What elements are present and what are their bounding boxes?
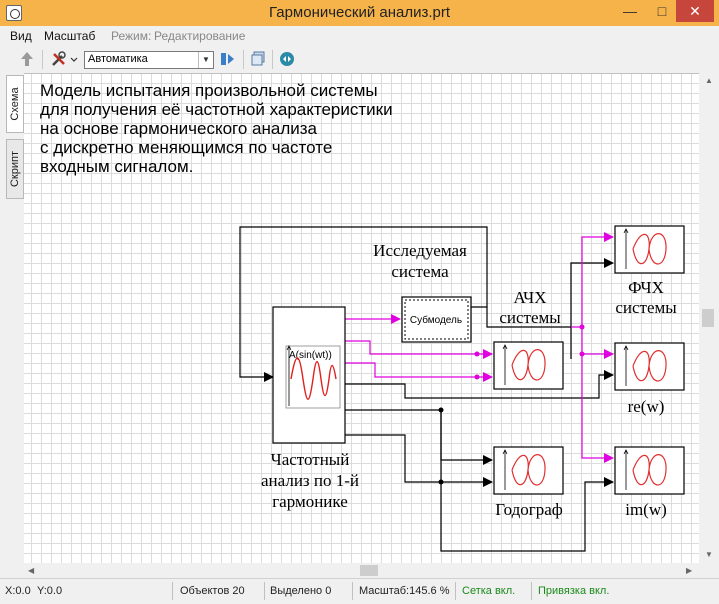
signal-dots	[474, 324, 585, 380]
phase-label: ФЧХ	[628, 278, 664, 297]
menu-view[interactable]: Вид	[10, 29, 32, 43]
horizontal-scrollbar[interactable]: ◀ ▶	[0, 563, 699, 578]
status-objects: Объектов 20	[180, 585, 245, 597]
title-bar: Гармонический анализ.prt — □ ✕	[0, 0, 719, 26]
frequency-analyzer-block[interactable]: A(sin(wt))	[272, 306, 346, 444]
minimize-button[interactable]: —	[623, 3, 637, 19]
status-grid: Сетка вкл.	[462, 585, 516, 597]
layers-icon[interactable]	[249, 50, 267, 68]
mode-value: Редактирование	[154, 29, 246, 43]
analyzer-label: Частотный	[271, 450, 350, 469]
diagram-canvas[interactable]: Модель испытания произвольной системы дл…	[24, 73, 699, 564]
tab-scheme[interactable]: Схема	[6, 75, 24, 133]
system-label: система	[391, 262, 449, 281]
description-line: с дискретно меняющимся по частоте	[40, 138, 332, 157]
tab-script-label: Скрипт	[9, 151, 21, 188]
app-icon[interactable]	[6, 5, 22, 21]
afc-label: АЧХ	[513, 288, 546, 307]
solver-select[interactable]: Автоматика ▼	[84, 51, 214, 69]
mode-label: Режим:	[111, 29, 152, 43]
tab-scheme-label: Схема	[9, 87, 21, 121]
plot-phase[interactable]	[614, 225, 685, 274]
status-scale: Масштаб:145.6 %	[359, 585, 450, 597]
plot-afc[interactable]	[493, 341, 564, 390]
scroll-right-icon[interactable]: ▶	[686, 566, 693, 575]
sine-wave-icon	[290, 357, 337, 400]
vertical-scrollbar[interactable]: ▲ ▼	[699, 73, 719, 563]
plot-curve-icon	[511, 349, 546, 381]
window-title: Гармонический анализ.prt	[268, 4, 451, 21]
toolbar: Автоматика ▼	[0, 46, 719, 74]
submodel-label: Субмодель	[410, 314, 462, 326]
phase-label: системы	[615, 298, 677, 317]
diagram: Модель испытания произвольной системы дл…	[40, 81, 685, 552]
im-label: im(w)	[625, 500, 667, 519]
plot-curve-icon	[632, 350, 667, 382]
solver-select-value: Автоматика	[88, 53, 148, 65]
analyzer-formula: A(sin(wt))	[289, 350, 332, 361]
system-label: Исследуемая	[373, 241, 467, 260]
submodel-block[interactable]: Субмодель	[401, 296, 472, 343]
tools-icon[interactable]	[50, 50, 68, 68]
horizontal-scroll-thumb[interactable]	[360, 565, 378, 576]
chevron-down-icon[interactable]	[69, 50, 79, 68]
junction-dots	[438, 407, 444, 485]
analyzer-label: гармонике	[272, 492, 348, 511]
menu-bar: Вид Масштаб Режим: Редактирование	[0, 26, 719, 46]
description-line: на основе гармонического анализа	[40, 119, 318, 138]
status-y: Y:0.0	[37, 585, 63, 597]
description-line: входным сигналом.	[40, 157, 193, 176]
feedback-wire	[239, 226, 488, 382]
description-text: Модель испытания произвольной системы дл…	[40, 81, 393, 176]
side-tabs: Схема Скрипт	[0, 73, 24, 578]
select-arrow-icon[interactable]: ▼	[198, 52, 213, 68]
plot-hodograph[interactable]	[493, 446, 564, 495]
wires	[239, 226, 614, 552]
analyzer-label: анализ по 1-й	[261, 471, 359, 490]
maximize-button[interactable]: □	[657, 3, 667, 19]
menu-scale[interactable]: Масштаб	[44, 29, 96, 43]
plot-im[interactable]	[614, 446, 685, 495]
status-bar: X:0.0 Y:0.0 Объектов 20 Выделено 0 Масшт…	[0, 578, 719, 604]
re-label: re(w)	[628, 397, 665, 416]
vertical-scroll-thumb[interactable]	[702, 309, 714, 327]
arrow-up-icon[interactable]	[18, 50, 36, 68]
plot-curve-icon	[632, 233, 667, 265]
scroll-left-icon[interactable]: ◀	[28, 566, 35, 575]
afc-label: системы	[499, 308, 561, 327]
status-x: X:0.0	[5, 585, 31, 597]
plot-curve-icon	[511, 454, 546, 486]
plot-curve-icon	[632, 454, 667, 486]
tab-script[interactable]: Скрипт	[6, 139, 24, 199]
sync-icon[interactable]	[278, 50, 296, 68]
plot-re[interactable]	[614, 342, 685, 391]
scroll-up-icon[interactable]: ▲	[705, 76, 713, 85]
status-selected: Выделено 0	[270, 585, 332, 597]
step-icon[interactable]	[219, 50, 237, 68]
close-button[interactable]: ✕	[676, 0, 714, 22]
hodograph-label: Годограф	[495, 500, 563, 519]
signal-wires	[345, 232, 614, 463]
status-snap: Привязка вкл.	[538, 585, 610, 597]
description-line: Модель испытания произвольной системы	[40, 81, 378, 100]
description-line: для получения её частотной характеристик…	[40, 100, 393, 119]
scroll-down-icon[interactable]: ▼	[705, 550, 713, 559]
